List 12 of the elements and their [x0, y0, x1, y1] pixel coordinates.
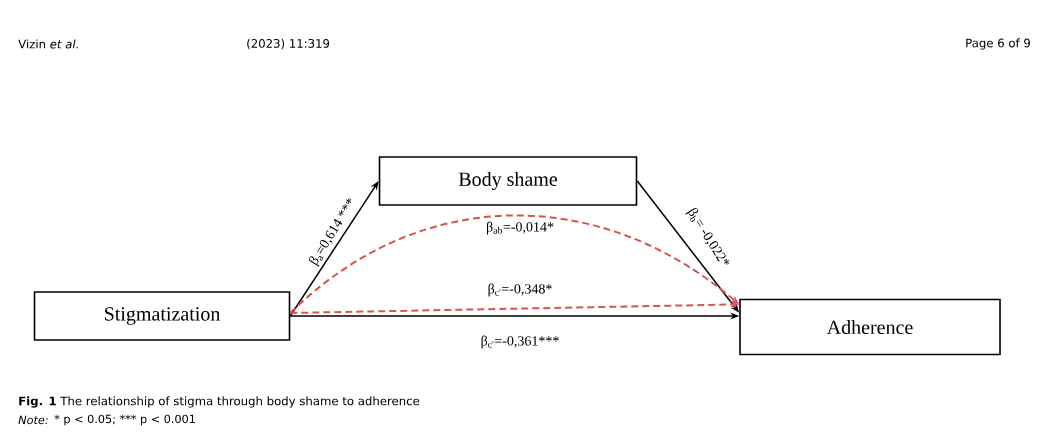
note-text: Note:: [18, 415, 48, 425]
caption: Fig. 1 The relationship of stigma through body shame to adherence: [19, 396, 420, 408]
page-number: Page 6 of 9: [966, 38, 1030, 50]
edge-label: β$_{ab}$=-0,014*: [485, 220, 555, 236]
note-text: * p < 0.05; *** p < 0.001: [54, 414, 195, 426]
header-text: (2023) 11:319: [247, 38, 330, 50]
process-box: Stigmatization: [33, 291, 291, 341]
process-box: Adherence: [739, 298, 1001, 356]
process-box: Body shame: [378, 156, 638, 206]
header-text: Vizin et al.: [18, 39, 78, 49]
edge-label: β$_{c'}$=-0,361***: [479, 334, 561, 350]
edge-label: β$_{c'}$=-0,348*: [486, 282, 554, 298]
